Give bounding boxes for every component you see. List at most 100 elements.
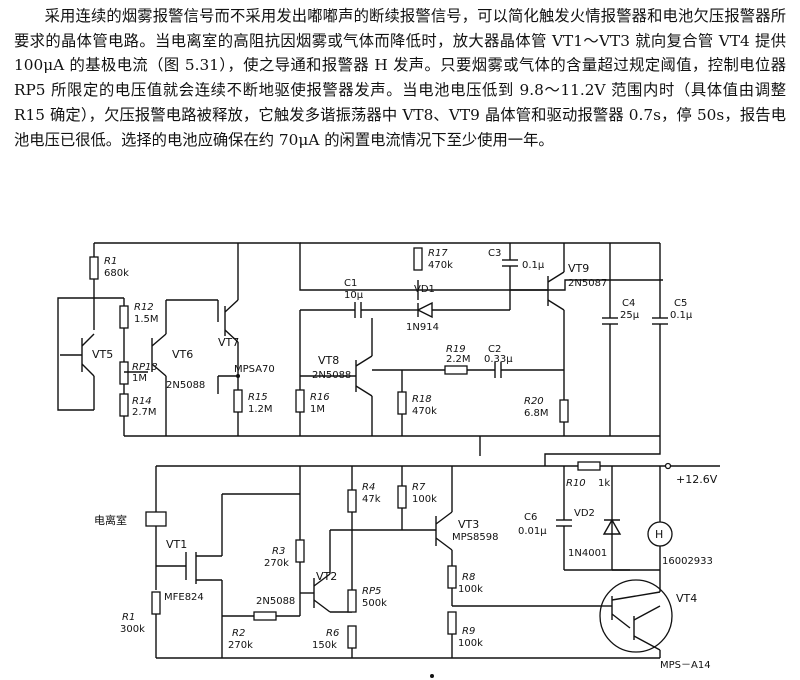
junction <box>236 374 240 378</box>
label-c1: C1 <box>344 278 357 289</box>
pot-rp5 <box>347 589 357 613</box>
wire <box>611 591 661 601</box>
value-vt9: 2N5087 <box>568 278 607 289</box>
wire <box>547 271 565 283</box>
low-voltage-section <box>57 242 668 466</box>
label-r9: R9 <box>462 626 475 637</box>
resistor-r7 <box>397 485 407 509</box>
label-r1-bottom: R1 <box>122 612 135 623</box>
label-rp5: RP5 <box>362 586 381 597</box>
label-r12: R12 <box>134 302 154 313</box>
label-c6: C6 <box>524 512 537 523</box>
value-r12: 1.5M <box>134 314 159 325</box>
label-c3: C3 <box>488 248 501 259</box>
value-r16: 1M <box>310 404 325 415</box>
resistor-r2 <box>253 611 277 621</box>
value-r4: 47k <box>362 494 381 505</box>
value-r10: 1k <box>598 478 610 489</box>
wire <box>435 537 453 551</box>
wire <box>611 613 631 629</box>
value-r6: 150k <box>312 640 337 651</box>
label-vt5: VT5 <box>92 348 113 361</box>
value-r20: 6.8M <box>524 408 549 419</box>
wire <box>547 299 565 311</box>
label-vd2: VD2 <box>574 508 595 519</box>
value-rp13: 1M <box>132 373 147 384</box>
label-vt3: VT3 <box>458 518 479 531</box>
label-h: H <box>655 528 663 541</box>
label-vd1: VD1 <box>414 284 435 295</box>
label-c4: C4 <box>622 298 635 309</box>
wire <box>313 573 331 587</box>
value-c4: 25μ <box>620 310 640 321</box>
label-r3: R3 <box>272 546 285 557</box>
value-c5: 0.1μ <box>670 310 693 321</box>
resistor-r14 <box>119 393 129 417</box>
wire <box>435 511 453 525</box>
label-vt1: VT1 <box>166 538 187 551</box>
value-vd1: 1N914 <box>406 322 439 333</box>
value-r8: 100k <box>458 584 483 595</box>
wire <box>544 436 661 466</box>
ion-chamber-symbol <box>145 511 167 527</box>
resistor-r10 <box>577 461 601 471</box>
label-vt9: VT9 <box>568 262 589 275</box>
wire <box>313 599 331 613</box>
resistor-r12 <box>119 305 129 329</box>
value-vt4: MPS－A14 <box>660 660 711 671</box>
resistor-r20 <box>559 399 569 423</box>
value-c2: 0.33μ <box>484 354 513 365</box>
label-r15: R15 <box>248 392 268 403</box>
label-c2: C2 <box>488 344 501 355</box>
label-vt8: VT8 <box>318 354 339 367</box>
supply-terminal <box>664 462 672 470</box>
value-vt7: MPSA70 <box>234 364 275 375</box>
value-r18: 470k <box>412 406 437 417</box>
value-r7: 100k <box>412 494 437 505</box>
label-r4: R4 <box>362 482 375 493</box>
wire <box>81 363 95 377</box>
pot-rp13 <box>119 361 129 385</box>
label-r18: R18 <box>412 394 432 405</box>
label-vt4: VT4 <box>676 592 697 605</box>
label-r14: R14 <box>132 396 152 407</box>
label-ion-chamber: 电离室 <box>94 513 127 527</box>
value-vt2: 2N5088 <box>256 596 295 607</box>
value-r2: 270k <box>228 640 253 651</box>
description-text: 采用连续的烟雾报警信号而不采用发出嘟嘟声的断续报警信号，可以简化触发火情报警器和… <box>14 7 786 149</box>
wire <box>57 297 94 411</box>
resistor-r1-top <box>89 256 99 280</box>
value-h: 16002933 <box>662 556 713 567</box>
resistor-r18 <box>397 391 407 415</box>
value-r1-top: 680k <box>104 268 129 279</box>
ground-dot <box>430 674 434 678</box>
diode-vd1 <box>416 301 433 319</box>
label-r20: R20 <box>524 396 544 407</box>
value-vt3: MPS8598 <box>452 532 498 543</box>
value-vt6: 2N5088 <box>166 380 205 391</box>
wire <box>633 635 661 651</box>
value-r14: 2.7M <box>132 407 157 418</box>
vt4-envelope <box>599 579 673 653</box>
value-c1: 10μ <box>344 290 364 301</box>
value-r9: 100k <box>458 638 483 649</box>
resistor-r6 <box>347 625 357 649</box>
label-r8: R8 <box>462 572 475 583</box>
value-r3: 270k <box>264 558 289 569</box>
label-r6: R6 <box>326 628 339 639</box>
label-r16: R16 <box>310 392 330 403</box>
value-vt1: MFE824 <box>164 592 204 603</box>
value-r17: 470k <box>428 260 453 271</box>
wire <box>151 333 167 347</box>
wire <box>224 299 239 313</box>
description-paragraph: 采用连续的烟雾报警信号而不采用发出嘟嘟声的断续报警信号，可以简化触发火情报警器和… <box>14 4 786 204</box>
label-c5: C5 <box>674 298 687 309</box>
wire <box>151 363 167 377</box>
wire <box>633 605 661 621</box>
resistor-r16 <box>295 389 305 413</box>
value-c6: 0.01μ <box>518 526 547 537</box>
value-rp5: 500k <box>362 598 387 609</box>
resistor-r9 <box>447 611 457 635</box>
label-r17: R17 <box>428 248 448 259</box>
